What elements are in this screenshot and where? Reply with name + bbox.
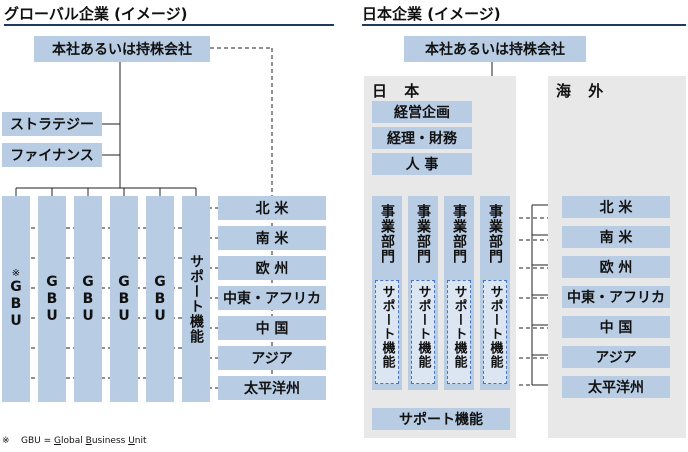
left-support-label: サポート機能 [188,254,204,344]
gbu-label: GBU [8,279,24,330]
right-staff-accounting: 経理・財務 [372,127,472,149]
footnote: ※ GBU = Global Business Unit [2,436,147,446]
right-division-column-3: 事業部門 サポート機能 [444,196,474,390]
right-staff-planning: 経営企画 [372,101,472,123]
footnote-b: B [85,436,92,446]
left-staff-finance: ファイナンス [2,143,102,167]
left-gbu-column-4: GBU [110,196,138,402]
gbu-label: GBU [44,273,60,325]
domestic-label: 日 本 [372,82,426,100]
division-support-box: サポート機能 [411,280,435,384]
right-staff-hr: 人 事 [372,153,472,175]
footnote-g: G [54,436,62,446]
gbu-footnote-mark: ※ [11,268,21,279]
division-support-box: サポート機能 [375,280,399,384]
division-label: 事業部門 [451,204,467,264]
footnote-g-rest: lobal [61,436,86,446]
gbu-label: GBU [152,273,168,325]
left-staff-strategy: ストラテジー [2,112,102,136]
footnote-prefix: GBU = [21,436,55,446]
right-title-underline [362,24,686,26]
left-region-pacific: 太平洋州 [218,376,326,400]
left-region-north-america: 北 米 [218,196,326,220]
footnote-b-rest: usiness [91,436,129,446]
gbu-label: GBU [80,273,96,325]
right-region-pacific: 太平洋州 [562,376,670,398]
left-gbu-column-1: ※ GBU [2,196,30,402]
right-division-column-2: 事業部門 サポート機能 [408,196,438,390]
left-region-middle-east-africa: 中東・アフリカ [218,286,326,310]
left-title: グローバル企業 (イメージ) [4,5,188,23]
division-support-box: サポート機能 [447,280,471,384]
right-region-south-america: 南 米 [562,226,670,248]
gbu-label: GBU [116,273,132,325]
division-label: 事業部門 [379,204,395,264]
left-region-europe: 欧 州 [218,256,326,280]
right-region-china: 中 国 [562,316,670,338]
left-region-south-america: 南 米 [218,226,326,250]
footnote-mark: ※ [2,436,10,446]
left-gbu-column-2: GBU [38,196,66,402]
division-label: 事業部門 [415,204,431,264]
right-hq-box: 本社あるいは持株会社 [404,36,586,62]
left-title-underline [4,24,334,26]
left-gbu-column-5: GBU [146,196,174,402]
division-support-box: サポート機能 [483,280,507,384]
footnote-u-rest: nit [134,436,147,446]
division-support-label: サポート機能 [451,285,467,369]
overseas-label: 海 外 [556,82,610,100]
right-title: 日本企業 (イメージ) [362,5,501,23]
left-gbu-column-3: GBU [74,196,102,402]
right-division-column-4: 事業部門 サポート機能 [480,196,510,390]
footnote-u: U [128,436,135,446]
right-region-asia: アジア [562,346,670,368]
right-region-europe: 欧 州 [562,256,670,278]
left-region-china: 中 国 [218,316,326,340]
left-region-asia: アジア [218,346,326,370]
right-support-box: サポート機能 [372,408,510,430]
division-label: 事業部門 [487,204,503,264]
right-division-column-1: 事業部門 サポート機能 [372,196,402,390]
left-support-column: サポート機能 [182,196,210,402]
left-hq-box: 本社あるいは持株会社 [34,36,210,62]
right-region-middle-east-africa: 中東・アフリカ [562,286,670,308]
division-support-label: サポート機能 [379,285,395,369]
right-region-north-america: 北 米 [562,196,670,218]
division-support-label: サポート機能 [487,285,503,369]
division-support-label: サポート機能 [415,285,431,369]
